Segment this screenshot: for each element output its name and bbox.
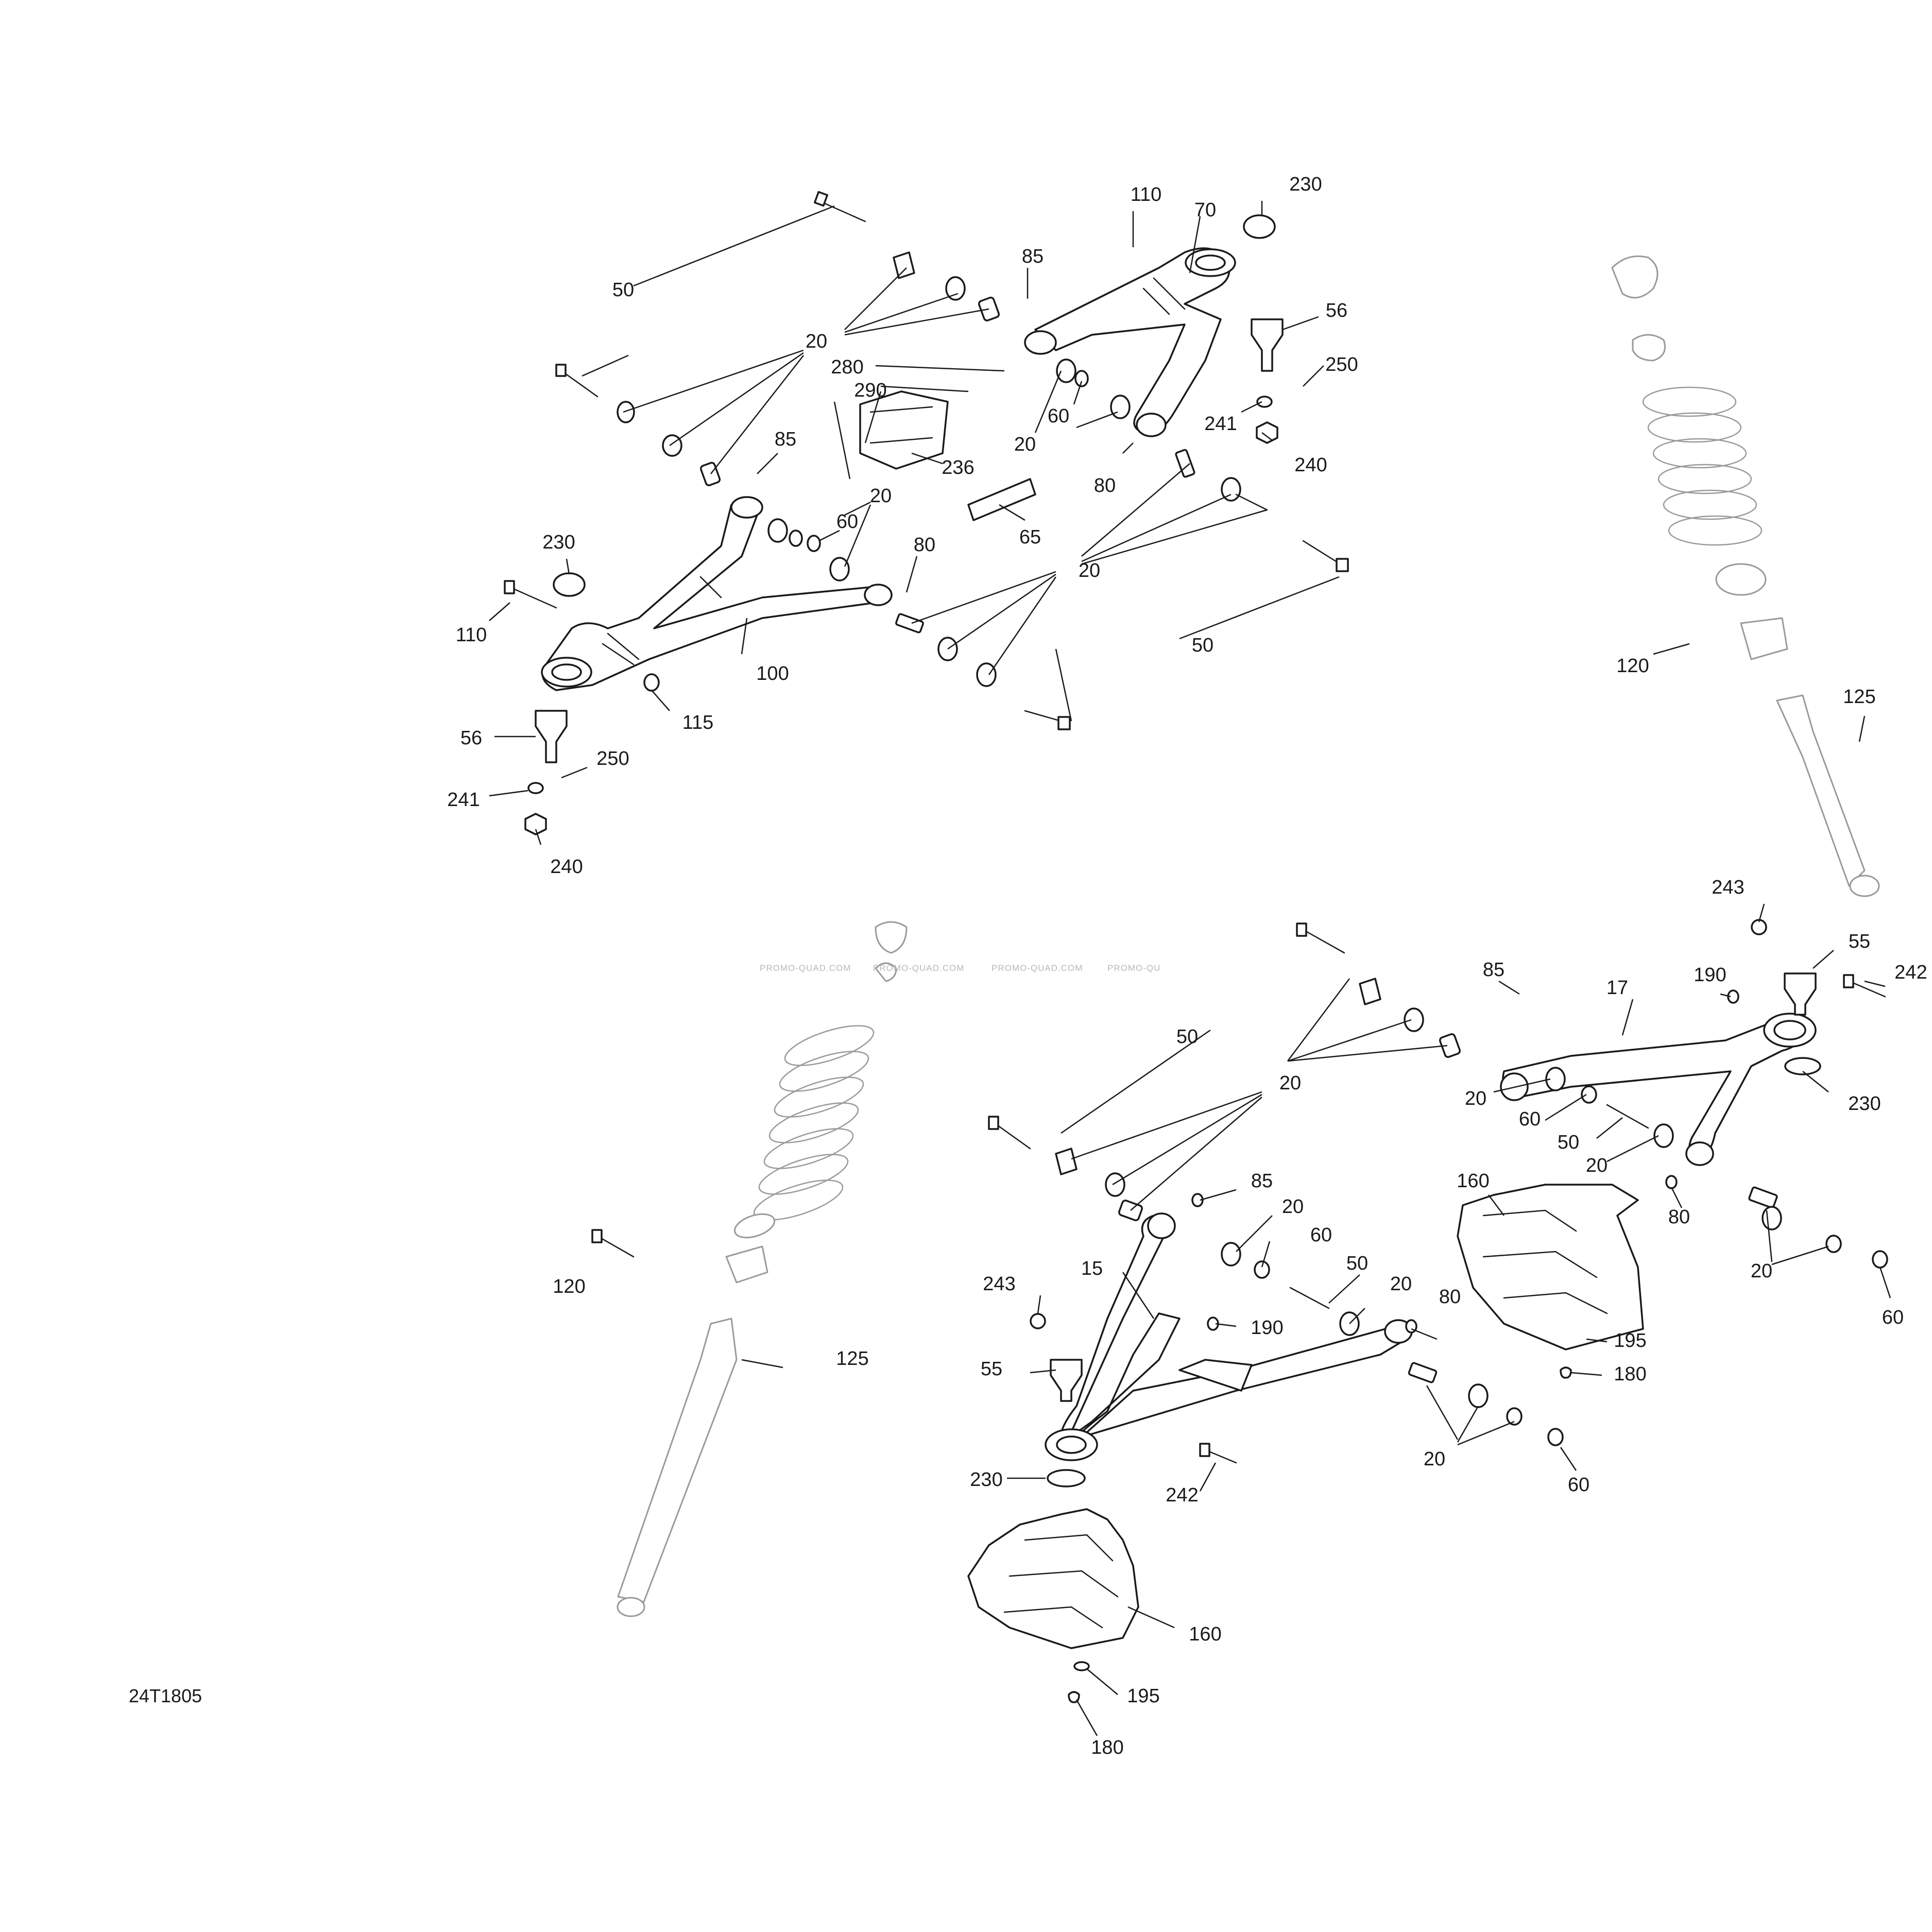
hardware-upper xyxy=(504,191,1349,835)
callout-125-a: 125 xyxy=(1843,686,1875,708)
callout-56-a: 56 xyxy=(1326,300,1347,321)
callout-60-a: 60 xyxy=(1048,405,1069,427)
callout-190-b: 190 xyxy=(1251,1317,1283,1339)
callout-230-a: 230 xyxy=(1289,174,1322,195)
watermark-3: PROMO-QUAD.COM xyxy=(991,963,1083,973)
callout-242-b: 242 xyxy=(1166,1484,1198,1506)
callout-195-b: 195 xyxy=(1127,1685,1159,1707)
callout-80-b: 80 xyxy=(914,534,935,556)
callout-242-a: 242 xyxy=(1894,962,1927,983)
callout-160-a: 160 xyxy=(1457,1170,1489,1192)
callout-100: 100 xyxy=(756,663,789,685)
callout-60-b: 60 xyxy=(836,511,858,533)
callout-50-d: 50 xyxy=(1558,1132,1579,1153)
callout-120-b: 120 xyxy=(553,1276,585,1297)
callout-180-b: 180 xyxy=(1091,1737,1123,1758)
callout-280: 280 xyxy=(831,356,863,378)
callout-115: 115 xyxy=(682,712,714,733)
callout-50-b: 50 xyxy=(1192,635,1213,656)
hardware-lower xyxy=(988,919,1888,1703)
callout-85-d: 85 xyxy=(1251,1170,1273,1192)
callout-20-j: 20 xyxy=(1390,1273,1412,1295)
callout-80-d: 80 xyxy=(1439,1286,1461,1308)
watermark-2: PROMO-QUAD.COM xyxy=(873,963,964,973)
callout-20-f: 20 xyxy=(1465,1088,1486,1109)
callout-55-a: 55 xyxy=(1849,931,1870,952)
callout-80-c: 80 xyxy=(1668,1206,1690,1228)
callout-250-b: 250 xyxy=(596,748,629,770)
callout-20-i: 20 xyxy=(1751,1260,1772,1282)
callout-120-a: 120 xyxy=(1616,655,1649,677)
callout-20-a: 20 xyxy=(806,331,827,352)
callout-230-d: 230 xyxy=(970,1469,1002,1491)
callout-240-b: 240 xyxy=(550,856,583,878)
callout-190-a: 190 xyxy=(1694,964,1726,986)
callout-60-e: 60 xyxy=(1882,1307,1904,1328)
callout-85-b: 85 xyxy=(775,429,796,450)
shock-absorber-right xyxy=(1611,255,1880,897)
callout-20-e: 20 xyxy=(1279,1072,1301,1094)
lower-a-arm-15 xyxy=(1045,1212,1413,1461)
callout-243-a: 243 xyxy=(1712,877,1744,898)
callout-70: 70 xyxy=(1194,199,1216,221)
callout-56-b: 56 xyxy=(460,727,482,749)
callout-243-b: 243 xyxy=(983,1273,1015,1295)
callout-20-b: 20 xyxy=(1014,434,1036,455)
callout-241-a: 241 xyxy=(1204,413,1237,435)
callout-180-a: 180 xyxy=(1614,1363,1646,1385)
callout-15: 15 xyxy=(1081,1258,1103,1279)
callout-labels: 50 20 110 70 230 85 56 250 280 290 20 60… xyxy=(447,174,1927,1758)
leader-lines xyxy=(489,201,1891,1736)
callout-110-a: 110 xyxy=(1131,184,1162,206)
callout-17: 17 xyxy=(1606,977,1628,999)
skid-plate-right xyxy=(1457,1184,1644,1350)
callout-60-f: 60 xyxy=(1568,1474,1589,1496)
watermark-1: PROMO-QUAD.COM xyxy=(760,963,851,973)
callout-160-b: 160 xyxy=(1189,1623,1221,1645)
shock-absorber-left xyxy=(591,921,908,1617)
callout-20-k: 20 xyxy=(1424,1448,1445,1470)
callout-85-a: 85 xyxy=(1022,246,1044,267)
callout-240-a: 240 xyxy=(1294,454,1327,476)
callout-110-b: 110 xyxy=(456,624,487,646)
callout-20-g: 20 xyxy=(1586,1155,1608,1176)
callout-80-a: 80 xyxy=(1094,475,1116,497)
callout-290: 290 xyxy=(854,380,886,401)
callout-20-c: 20 xyxy=(870,485,892,507)
callout-241-b: 241 xyxy=(447,789,480,811)
callout-60-c: 60 xyxy=(1519,1108,1541,1130)
watermark-4: PROMO-QU xyxy=(1107,963,1160,973)
callout-195-a: 195 xyxy=(1614,1330,1646,1352)
watermark-strip: PROMO-QUAD.COM PROMO-QUAD.COM PROMO-QUAD… xyxy=(760,963,1160,973)
callout-60-d: 60 xyxy=(1310,1224,1332,1246)
callout-55-b: 55 xyxy=(981,1358,1002,1380)
callout-20-h: 20 xyxy=(1282,1196,1304,1218)
callout-250-a: 250 xyxy=(1325,354,1358,375)
skid-plate-left xyxy=(967,1508,1139,1649)
upper-a-arm-lower xyxy=(541,496,893,691)
document-id: 24T1805 xyxy=(129,1685,202,1706)
callout-20-d: 20 xyxy=(1079,560,1100,582)
callout-236: 236 xyxy=(942,457,974,478)
callout-50-e: 50 xyxy=(1346,1253,1368,1274)
callout-230-b: 230 xyxy=(542,532,575,553)
callout-50-c: 50 xyxy=(1176,1026,1198,1048)
callout-65: 65 xyxy=(1019,526,1041,548)
upper-a-arm-upper xyxy=(1024,247,1236,437)
callout-125-b: 125 xyxy=(836,1348,868,1370)
callout-50-a: 50 xyxy=(612,279,634,301)
callout-230-c: 230 xyxy=(1848,1093,1880,1115)
callout-85-c: 85 xyxy=(1483,959,1504,981)
lower-a-arm-17 xyxy=(1500,1013,1817,1166)
